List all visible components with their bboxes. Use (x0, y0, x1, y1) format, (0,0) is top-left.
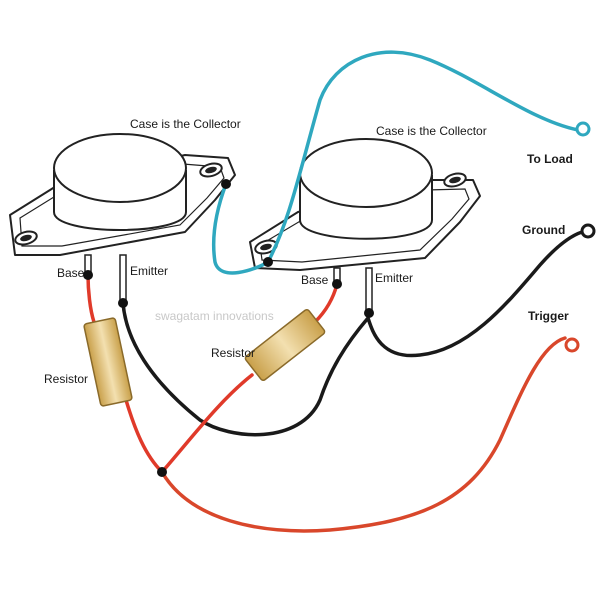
transistor-right (249, 138, 481, 313)
label-resistor-right: Resistor (211, 346, 255, 360)
transistor-left (9, 133, 236, 304)
trigger-wire (160, 336, 567, 533)
transistor-left-hole-left-inner (20, 234, 32, 242)
junction-base-left (83, 270, 93, 280)
resistor-right (244, 309, 326, 381)
resistor-left (83, 317, 133, 407)
transistor-left-can-top (53, 133, 187, 203)
junction-base-right (332, 279, 342, 289)
load-terminal-ring (575, 121, 591, 137)
base-wire-left-lower (124, 398, 164, 474)
label-watermark: swagatam innovations (155, 309, 274, 323)
label-to-load: To Load (527, 152, 573, 166)
junction-collector-right (263, 257, 273, 267)
label-base-right: Base (301, 273, 329, 287)
transistor-right-hole-right-inner (449, 176, 461, 184)
junction-trigger (157, 467, 167, 477)
ground-wire (121, 230, 584, 437)
transistor-left-hole-right-inner (205, 166, 217, 174)
junction-emitter-left (118, 298, 128, 308)
label-emitter-right: Emitter (375, 271, 413, 285)
transistor-left-emitter-pin (119, 254, 127, 304)
transistor-right-emitter-pin (365, 267, 373, 313)
label-base-left: Base (57, 266, 85, 280)
transistor-right-hole-left-inner (260, 243, 272, 251)
label-trigger: Trigger (528, 309, 569, 323)
label-case-collector-left: Case is the Collector (130, 117, 241, 131)
junction-emitter-right (364, 308, 374, 318)
label-case-collector-right: Case is the Collector (376, 124, 487, 138)
load-wire (211, 50, 580, 275)
junction-collector-left (221, 179, 231, 189)
label-ground: Ground (522, 223, 565, 237)
label-resistor-left: Resistor (44, 372, 88, 386)
base-wire-left (86, 273, 96, 324)
trigger-terminal-ring (564, 337, 580, 353)
base-wire-right (313, 282, 339, 324)
ground-terminal-ring (580, 223, 596, 239)
label-emitter-left: Emitter (130, 264, 168, 278)
transistor-right-can-top (299, 138, 433, 208)
base-wire-right-lower (160, 373, 254, 474)
